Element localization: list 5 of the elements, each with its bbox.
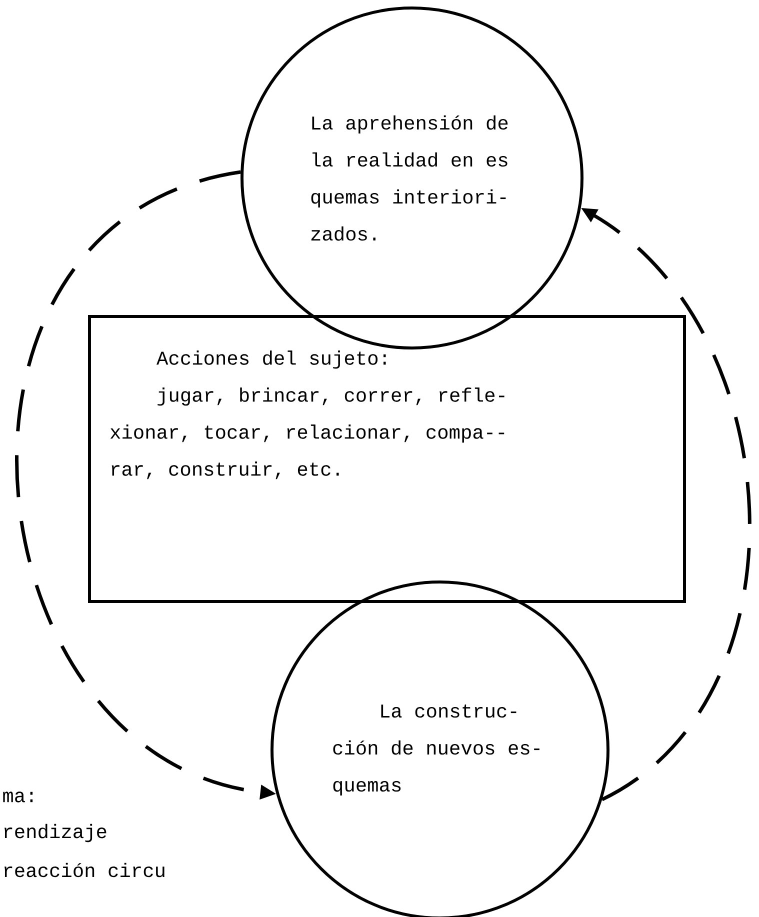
text-fragment: rendizaje <box>4 824 106 842</box>
text-fragment: reacción circu <box>4 862 164 878</box>
text-fragment: ma: <box>3 792 33 802</box>
circle-node: La aprehensión de la realidad en es quemas interiori- zados. <box>240 6 584 350</box>
rectangle-box: Acciones del sujeto: jugar, brincar, correr, refle- xionar, tocar, relacionar, compa-- rar, construir, etc. <box>88 315 686 603</box>
